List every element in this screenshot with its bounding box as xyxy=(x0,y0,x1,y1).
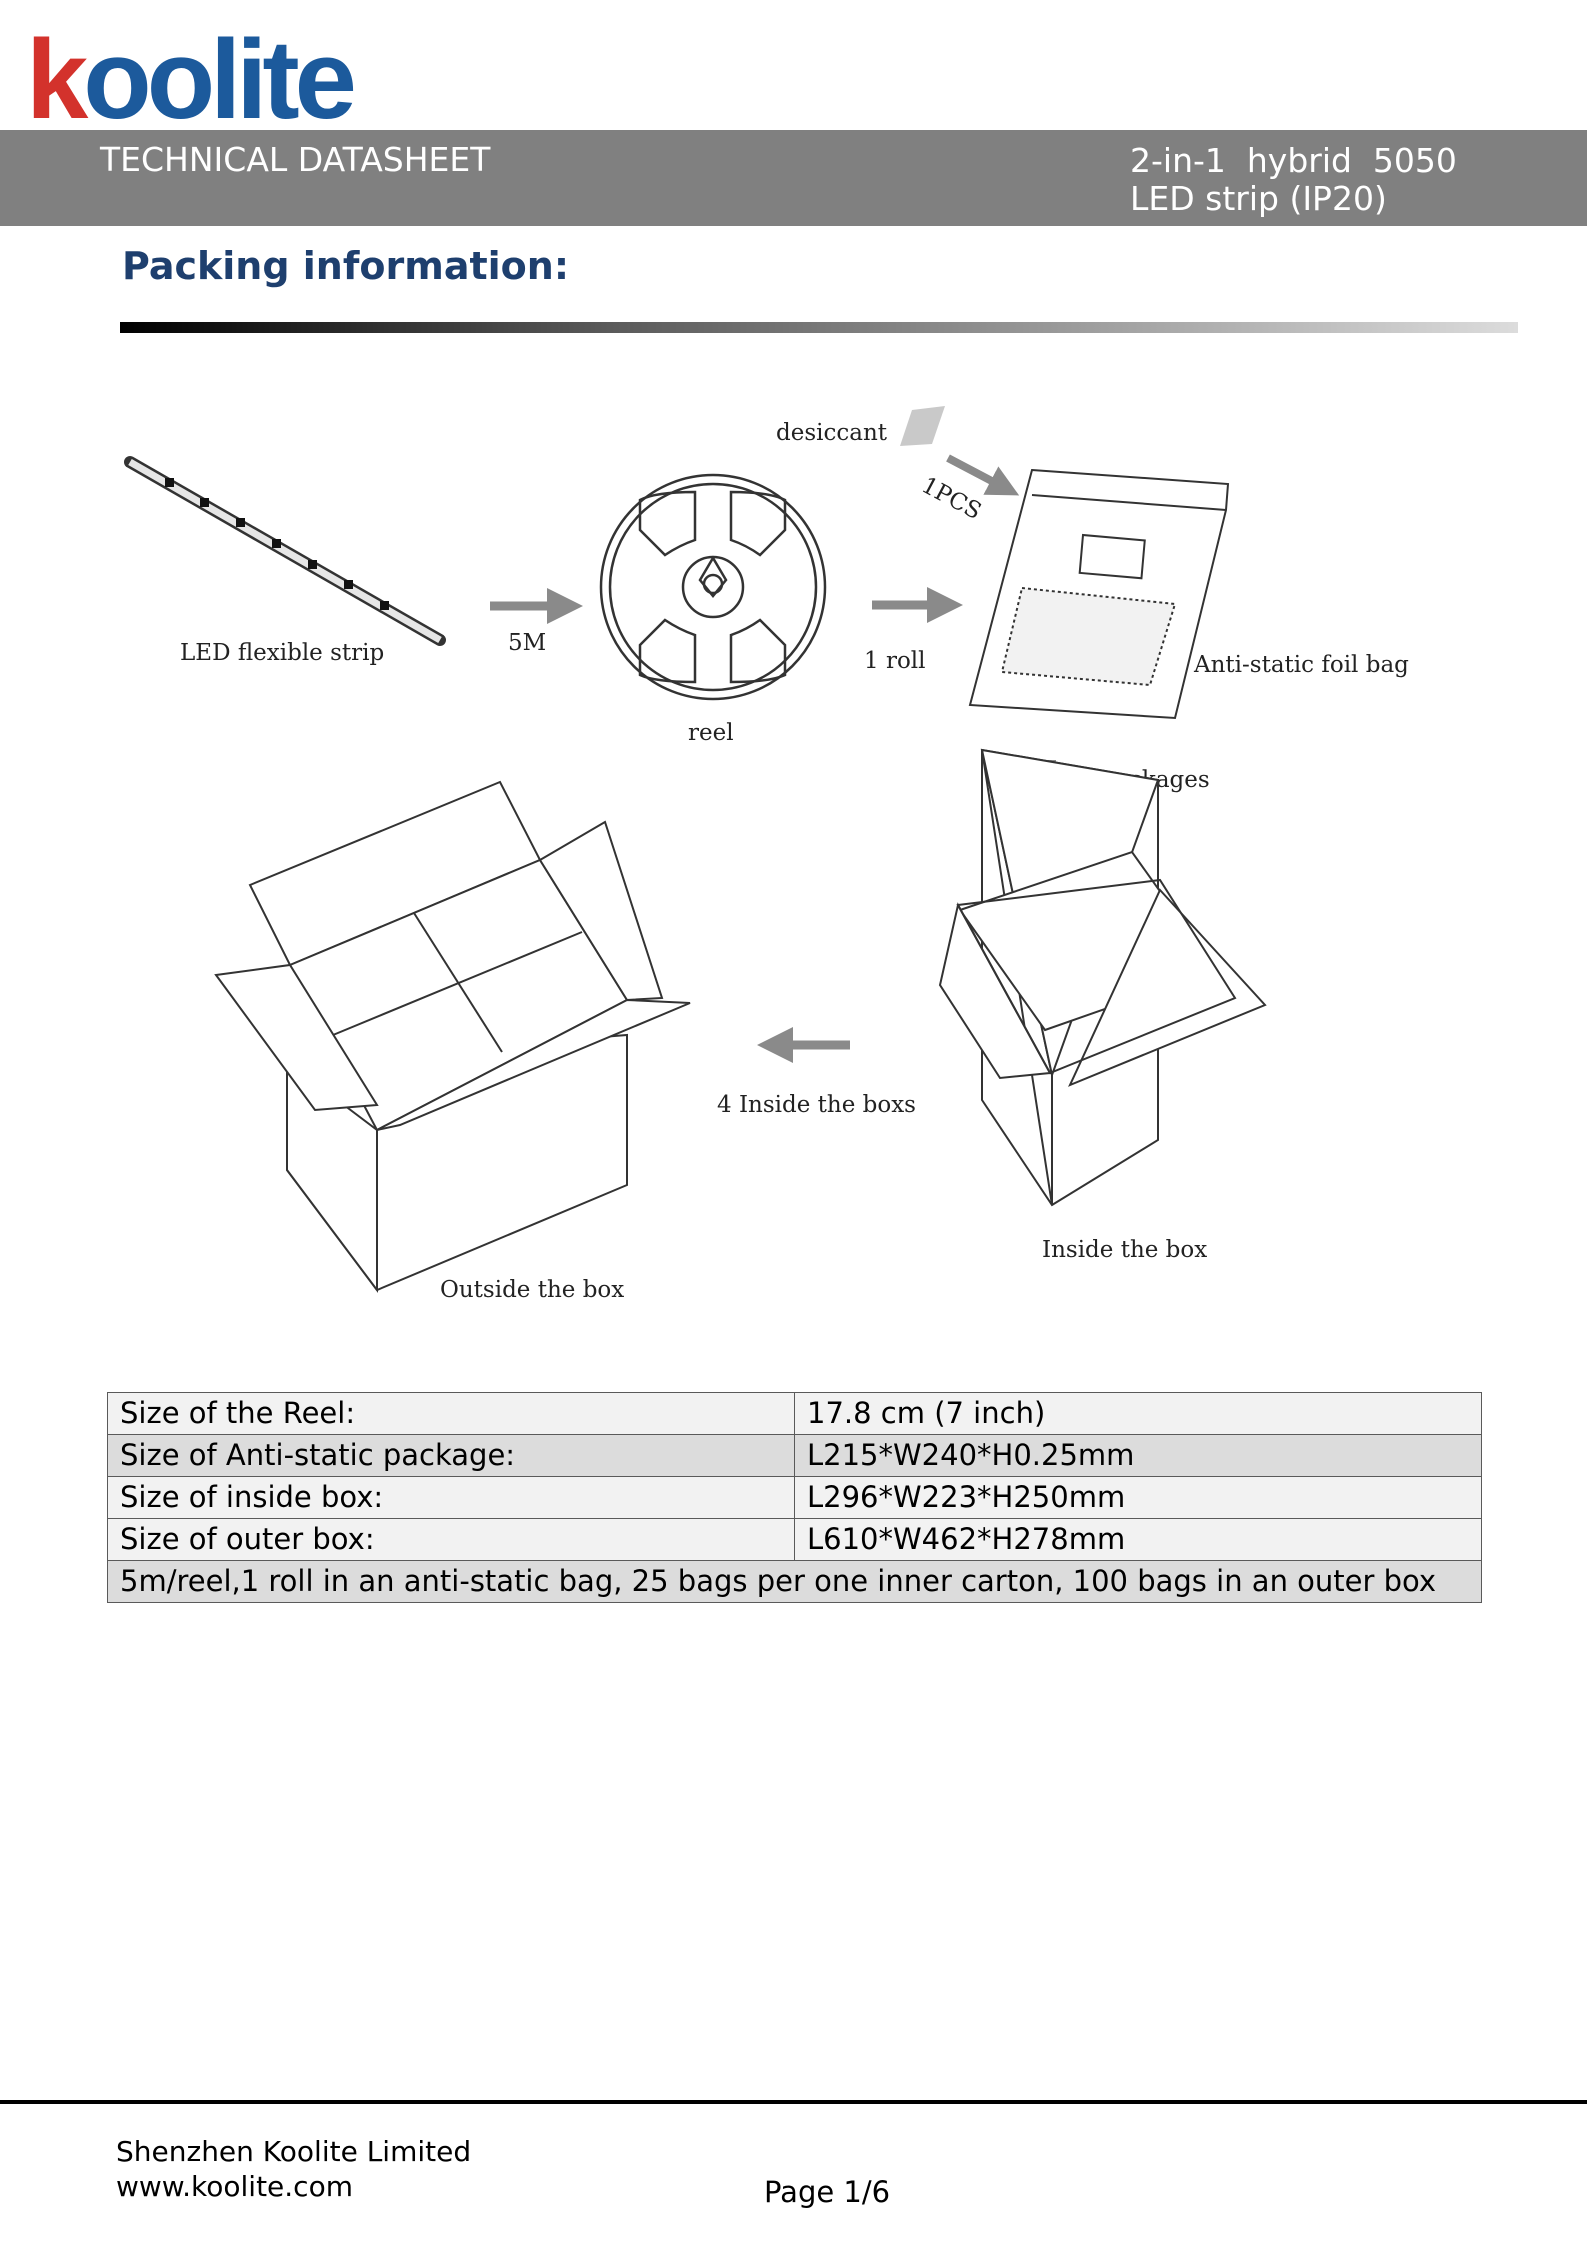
arrow-desiccant xyxy=(946,454,1020,496)
packing-spec-table: Size of the Reel: 17.8 cm (7 inch) Size … xyxy=(107,1392,1482,1603)
outside-box-illustration xyxy=(214,780,691,1293)
row-value: L215*W240*H0.25mm xyxy=(794,1434,1482,1477)
label-roll: 1 roll xyxy=(864,648,926,674)
footer-company-block: Shenzhen Koolite Limited www.koolite.com xyxy=(116,2134,471,2204)
label-outside-box: Outside the box xyxy=(440,1277,624,1303)
label-reel: reel xyxy=(688,720,734,746)
header-bar: TECHNICAL DATASHEET 2-in-1 hybrid 5050 L… xyxy=(0,130,1587,226)
table-row: Size of the Reel: 17.8 cm (7 inch) xyxy=(107,1392,1482,1435)
section-title: Packing information: xyxy=(122,244,570,288)
footer-rule xyxy=(0,2100,1587,2104)
label-pcs: 1PCS xyxy=(917,472,985,525)
packing-diagram: LED flexible strip 5M reel 1 roll desicc… xyxy=(124,406,1409,1303)
packing-note: 5m/reel,1 roll in an anti-static bag, 25… xyxy=(107,1560,1482,1603)
inside-box-illustration xyxy=(938,748,1267,1207)
product-title-line1: 2-in-1 hybrid 5050 xyxy=(1130,141,1457,180)
row-label: Size of outer box: xyxy=(107,1518,795,1561)
label-length: 5M xyxy=(508,630,546,656)
product-title-line2: LED strip (IP20) xyxy=(1130,179,1387,218)
reel-illustration xyxy=(599,473,827,701)
row-label: Size of inside box: xyxy=(107,1476,795,1519)
label-desiccant: desiccant xyxy=(776,420,888,446)
koolite-logo: koolite xyxy=(26,17,357,142)
company-name: Shenzhen Koolite Limited xyxy=(116,2135,472,2168)
title-gradient-rule xyxy=(120,322,1518,333)
row-label: Size of Anti-static package: xyxy=(107,1434,795,1477)
row-value: L610*W462*H278mm xyxy=(794,1518,1482,1561)
table-row: Size of inside box: L296*W223*H250mm xyxy=(107,1476,1482,1519)
desiccant-pack xyxy=(900,406,945,446)
table-row: Size of outer box: L610*W462*H278mm xyxy=(107,1518,1482,1561)
label-inside-box: Inside the box xyxy=(1042,1237,1207,1263)
label-inside-boxes: 4 Inside the boxs xyxy=(717,1092,916,1118)
row-value: L296*W223*H250mm xyxy=(794,1476,1482,1519)
table-row: Size of Anti-static package: L215*W240*H… xyxy=(107,1434,1482,1477)
datasheet-label: TECHNICAL DATASHEET xyxy=(100,140,491,179)
led-strip-illustration xyxy=(124,456,446,646)
anti-static-bag-illustration xyxy=(968,468,1230,720)
table-row: 5m/reel,1 roll in an anti-static bag, 25… xyxy=(107,1560,1482,1603)
row-value: 17.8 cm (7 inch) xyxy=(794,1392,1482,1435)
company-website: www.koolite.com xyxy=(116,2170,353,2203)
product-title: 2-in-1 hybrid 5050 LED strip (IP20) xyxy=(1130,142,1457,218)
label-led-strip: LED flexible strip xyxy=(180,640,384,666)
label-foil-bag: Anti-static foil bag xyxy=(1193,652,1409,678)
row-label: Size of the Reel: xyxy=(107,1392,795,1435)
page-number: Page 1/6 xyxy=(764,2175,891,2209)
